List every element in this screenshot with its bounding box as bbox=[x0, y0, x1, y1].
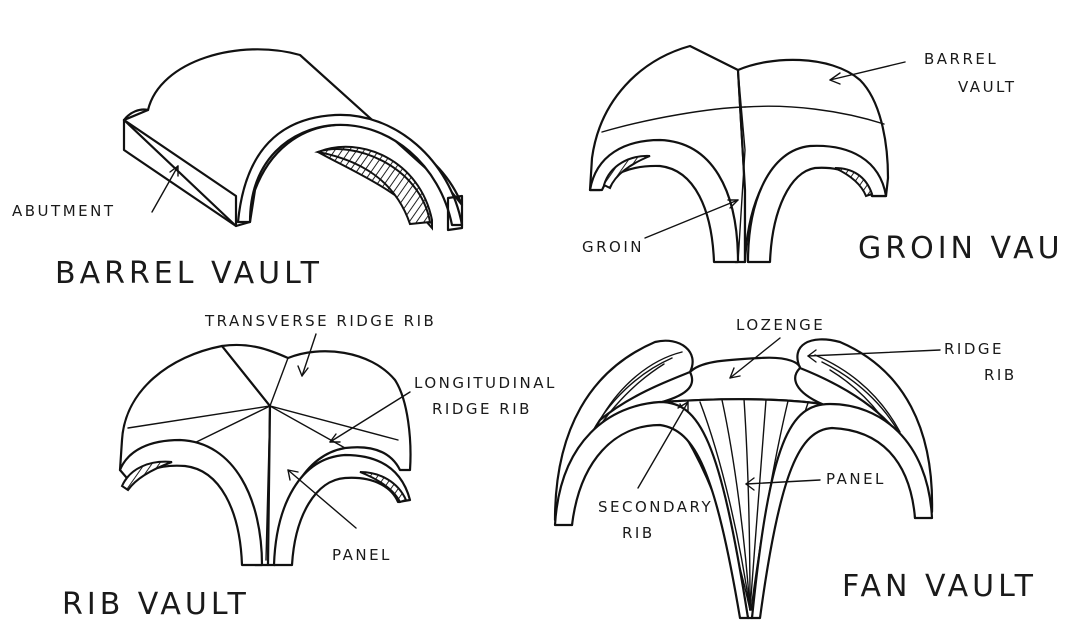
label-secondary-rib-line1: SECONDARY bbox=[598, 498, 713, 516]
label-ridge-rib-line2: RIB bbox=[984, 366, 1017, 384]
groin-vault-title: GROIN VAULT bbox=[858, 231, 1065, 266]
label-lozenge: LOZENGE bbox=[736, 316, 825, 334]
label-transverse-ridge-rib: TRANSVERSE RIDGE RIB bbox=[204, 312, 436, 330]
label-panel-rib: PANEL bbox=[332, 546, 392, 564]
label-groin: GROIN bbox=[582, 238, 644, 256]
rib-vault-drawing bbox=[120, 334, 410, 565]
label-ridge-rib-line1: RIDGE bbox=[944, 340, 1004, 358]
label-longitudinal-line1: LONGITUDINAL bbox=[414, 374, 557, 392]
label-panel-fan: PANEL bbox=[826, 470, 886, 488]
label-barrel-vault-line2: VAULT bbox=[958, 78, 1017, 96]
label-secondary-rib-line2: RIB bbox=[622, 524, 655, 542]
barrel-vault-title: BARREL VAULT bbox=[55, 256, 323, 291]
label-abutment: ABUTMENT bbox=[12, 202, 116, 220]
label-barrel-vault-line1: BARREL bbox=[924, 50, 998, 68]
groin-vault-drawing bbox=[590, 46, 905, 262]
label-longitudinal-line2: RIDGE RIB bbox=[432, 400, 532, 418]
fan-vault-title: FAN VAULT bbox=[842, 569, 1037, 604]
rib-vault-title: RIB VAULT bbox=[62, 587, 250, 622]
barrel-vault-drawing bbox=[124, 49, 462, 230]
